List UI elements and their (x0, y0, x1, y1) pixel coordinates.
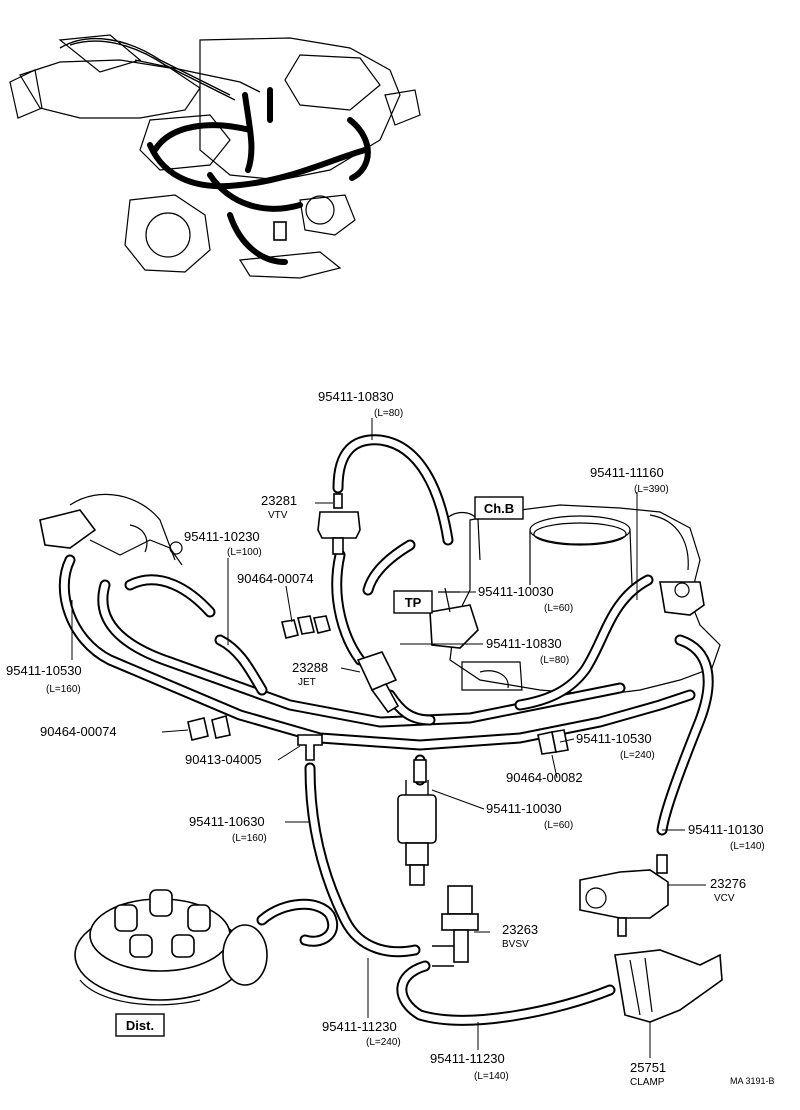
clamp-name: CLAMP (630, 1077, 665, 1088)
hose-tp (362, 539, 416, 596)
bvsv-number: 23263 (502, 922, 538, 937)
vacuum-switch (397, 759, 437, 886)
hose-dist-length: (L=160) (232, 833, 267, 844)
hose-second-main (97, 579, 626, 728)
hose-dist (304, 762, 421, 958)
jet-name: JET (298, 677, 316, 688)
hose-tp-number: 95411-10030 (478, 584, 554, 599)
hose-bottom-mid-number: 95411-11230 (322, 1019, 397, 1034)
hose-right-long-length: (L=390) (634, 484, 669, 495)
hose-left-long-number: 95411-10530 (6, 663, 82, 678)
hose-vtv-down (331, 549, 366, 666)
hose-right-long (514, 574, 654, 711)
hose-right-long-number: 95411-11160 (590, 465, 664, 480)
clamp-bracket (614, 949, 723, 1023)
reference-code: MA 3191-B (730, 1076, 775, 1086)
hose-top-loop (332, 434, 454, 546)
tp-label: TP (405, 595, 422, 610)
hose-vcv-right (656, 634, 714, 836)
bvsv-name: BVSV (502, 939, 529, 950)
hose-bottom-length: (L=140) (474, 1071, 509, 1082)
chb-box: Ch.B (474, 496, 524, 520)
hose-vcv-length: (L=140) (730, 841, 765, 852)
hose-switch-length: (L=60) (544, 820, 573, 831)
hose-jet-number: 95411-10830 (486, 636, 562, 651)
clip-c-number: 90464-00082 (506, 770, 583, 785)
hose-left-short (214, 634, 268, 696)
chb-label: Ch.B (484, 501, 514, 516)
hose-vcv-number: 95411-10130 (688, 822, 764, 837)
tp-box: TP (393, 590, 433, 614)
clamp-number: 25751 (630, 1060, 666, 1075)
dist-label: Dist. (126, 1018, 154, 1033)
hose-long-main (58, 554, 696, 751)
vtv-valve (317, 493, 361, 555)
jet-number: 23288 (292, 660, 328, 675)
tee-fitting (297, 734, 323, 761)
tee-number: 90413-04005 (185, 752, 262, 767)
hose-dist-number: 95411-10630 (189, 814, 265, 829)
hose-tp-length: (L=60) (544, 603, 573, 614)
hose-bottom (396, 960, 616, 1026)
hose-left-long-length: (L=160) (46, 684, 81, 695)
jet-part (356, 651, 400, 714)
vcv-name: VCV (714, 893, 735, 904)
leader-lines (71, 418, 706, 1058)
hose-mid-right-length: (L=240) (620, 750, 655, 761)
hose-switch-number: 95411-10030 (486, 801, 562, 816)
hose-top-length: (L=80) (374, 408, 403, 419)
dist-box: Dist. (115, 1013, 165, 1037)
clip-a-number: 90464-00074 (237, 571, 314, 586)
vcv-valve (579, 854, 669, 937)
hose-mid-right-number: 95411-10530 (576, 731, 652, 746)
carburetor-outline (39, 493, 721, 696)
engine-overview-inset (9, 34, 421, 279)
hose-dist-pod (256, 898, 338, 947)
vtv-name: VTV (268, 510, 288, 521)
hose-top-number: 95411-10830 (318, 389, 394, 404)
hose-bottom-mid-length: (L=240) (366, 1037, 401, 1048)
bvsv-valve (432, 885, 479, 967)
vtv-number: 23281 (261, 493, 297, 508)
hose-left-short-length: (L=100) (227, 547, 262, 558)
vcv-number: 23276 (710, 876, 746, 891)
hose-jet-length: (L=80) (540, 655, 569, 666)
clips (187, 615, 569, 755)
hose-bottom-number: 95411-11230 (430, 1051, 505, 1066)
clip-b-number: 90464-00074 (40, 724, 117, 739)
hose-left-top (124, 574, 216, 618)
distributor (74, 889, 268, 1006)
hose-left-short-number: 95411-10230 (184, 529, 260, 544)
